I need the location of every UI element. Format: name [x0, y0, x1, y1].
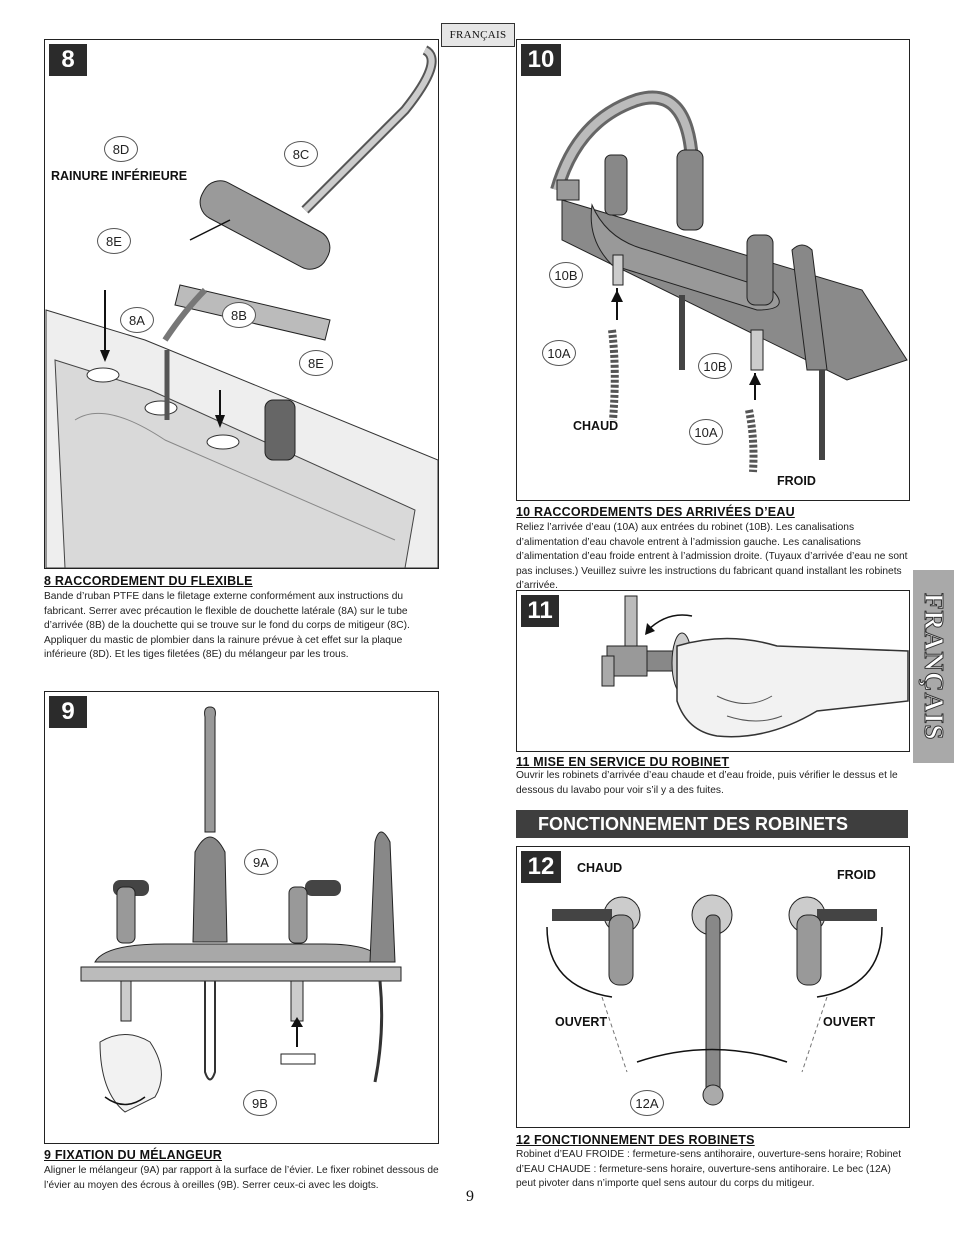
step-10-drawing: [550, 90, 908, 473]
step-8-body: Bande d’ruban PTFE dans le filetage exte…: [44, 591, 410, 660]
label-open-left: OUVERT: [555, 1015, 608, 1029]
step-9-number: 9: [49, 696, 87, 728]
step-10-title: 10 RACCORDEMENTS DES ARRIVÉES D’EAU: [516, 505, 795, 519]
step-10-illustration: 10 10B 10A 10B 10A CHAUD FROID: [516, 39, 910, 501]
callout-10a-right: 10A: [689, 419, 723, 445]
callout-8b: 8B: [222, 302, 256, 328]
step-11-title: 11 MISE EN SERVICE DU ROBINET: [516, 755, 730, 769]
callout-9b: 9B: [243, 1090, 277, 1116]
step-9-body: Aligner le mélangeur (9A) par rapport à …: [44, 1165, 439, 1191]
callout-10a-left: 10A: [542, 340, 576, 366]
label-groove: RAINURE INFÉRIEURE: [51, 169, 188, 183]
step-10-number: 10: [521, 44, 561, 76]
step-9-title: 9 FIXATION DU MÉLANGEUR: [44, 1148, 222, 1162]
step-12-illustration: 12 CHAUD FROID OUVERT OUVERT 12A: [516, 846, 910, 1128]
language-tag: FRANÇAIS: [441, 23, 515, 47]
step-11-drawing: [601, 595, 909, 738]
callout-8a: 8A: [120, 307, 154, 333]
step-12-drawing: [546, 894, 883, 1106]
step-9-drawing: [80, 706, 402, 1113]
step-12-body: Robinet d’EAU FROIDE : fermeture-sens an…: [516, 1149, 902, 1189]
callout-8e-right: 8E: [299, 350, 333, 376]
step-11-body: Ouvrir les robinets d’arrivée d’eau chau…: [516, 770, 898, 796]
callout-12a: 12A: [630, 1090, 664, 1116]
callout-8d: 8D: [104, 136, 138, 162]
step-8-drawing: [45, 45, 438, 568]
step-9-illustration: 9 9A 9B: [44, 691, 439, 1144]
side-tab-label: FRANÇAIS: [919, 592, 950, 741]
label-cold-12: FROID: [837, 868, 876, 882]
step-12-number: 12: [521, 851, 561, 883]
callout-9a: 9A: [244, 849, 278, 875]
callout-10b-right: 10B: [698, 353, 732, 379]
step-8-illustration: 8 8D 8C 8E 8A 8B 8E RAINURE INFÉRIEURE: [44, 39, 439, 569]
step-10-body: Reliez l’arrivée d’eau (10A) aux entrées…: [516, 522, 908, 591]
label-hot-12: CHAUD: [577, 861, 623, 875]
step-8-number: 8: [49, 44, 87, 76]
step-11-number: 11: [521, 595, 559, 627]
label-open-right: OUVERT: [823, 1015, 876, 1029]
callout-8c: 8C: [284, 141, 318, 167]
label-hot: CHAUD: [573, 419, 619, 433]
step-11-illustration: 11: [516, 590, 910, 752]
callout-8e-left: 8E: [97, 228, 131, 254]
step-12-title: 12 FONCTIONNEMENT DES ROBINETS: [516, 1133, 755, 1147]
label-cold: FROID: [777, 474, 816, 488]
side-language-tab: FRANÇAIS: [913, 570, 954, 763]
page-number: 9: [466, 1188, 474, 1205]
operation-section-banner: FONCTIONNEMENT DES ROBINETS: [516, 810, 908, 838]
step-8-title: 8 RACCORDEMENT DU FLEXIBLE: [44, 574, 253, 588]
callout-10b-left: 10B: [549, 262, 583, 288]
